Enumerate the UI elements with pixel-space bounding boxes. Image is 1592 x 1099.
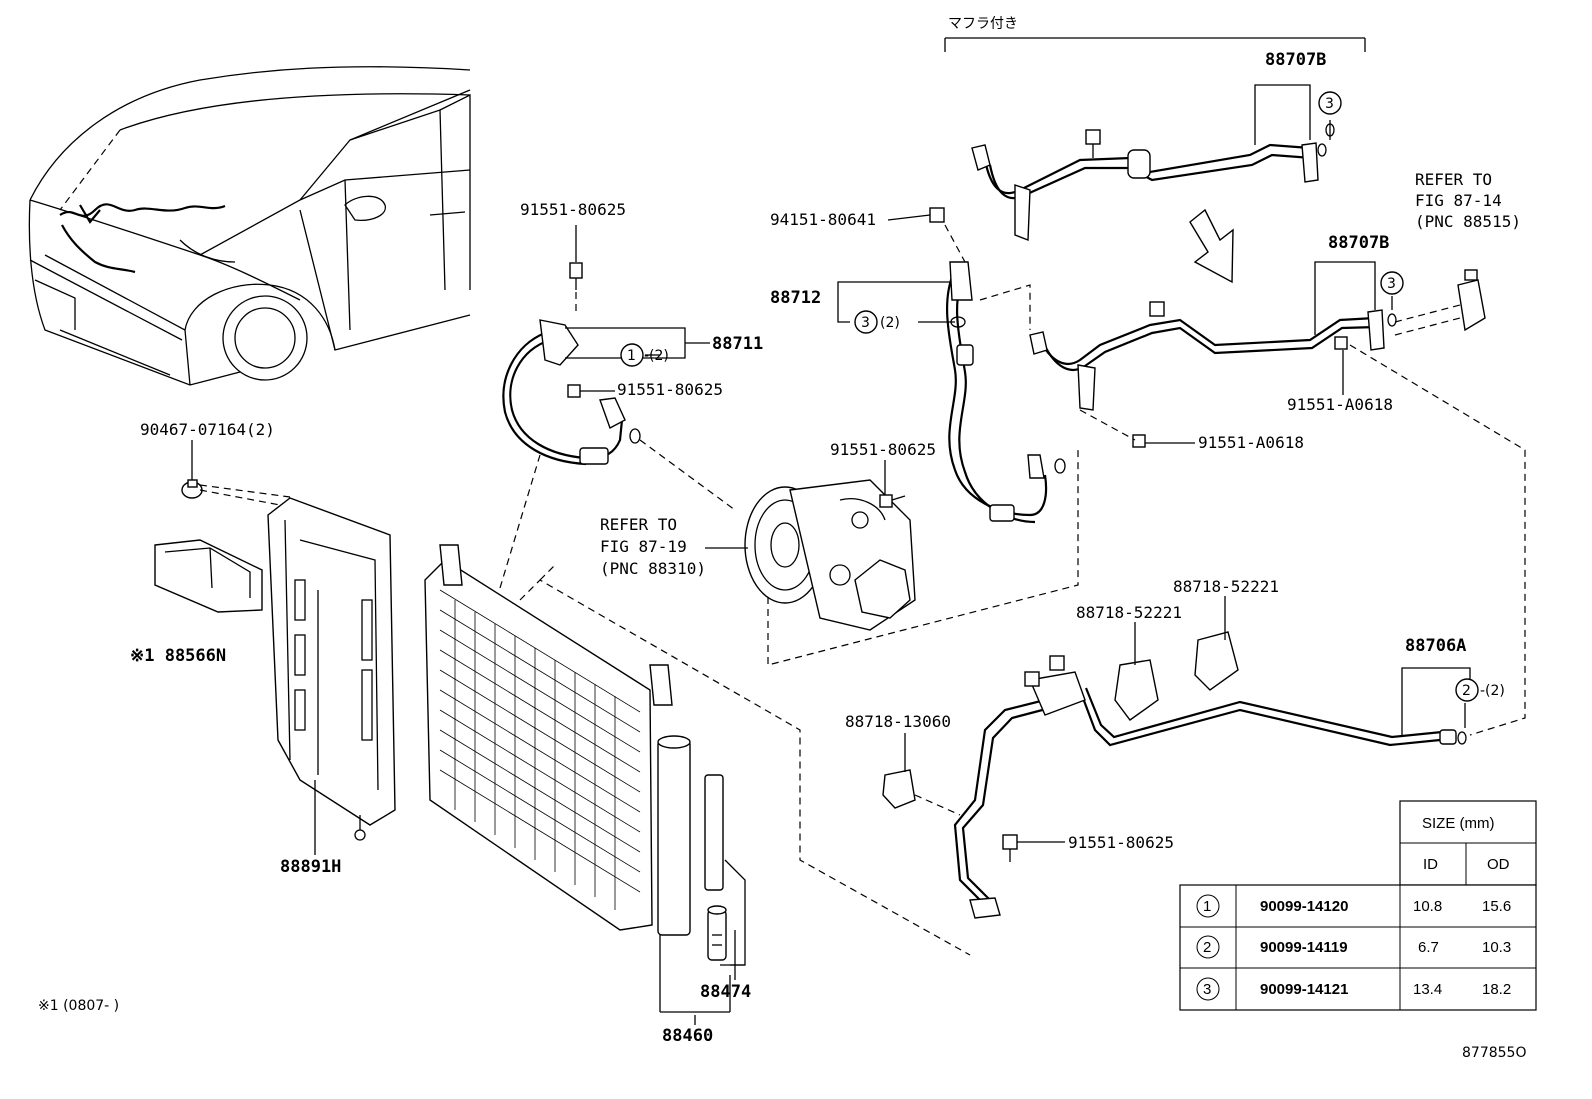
size-row-part: 90099-14119 [1260, 939, 1348, 956]
callout-3-hose [854, 310, 878, 334]
size-row-mark: 1 [1203, 898, 1211, 915]
size-table-header: SIZE (mm) [1422, 815, 1495, 832]
size-table: SIZE (mm) ID OD 1 90099-14120 10.8 15.6 … [1179, 800, 1537, 1011]
refer-88310-line1: REFER TO [600, 515, 677, 534]
suction-hose-88712 [929, 207, 1066, 524]
label-88891H: 88891H [280, 857, 341, 877]
size-row-part: 90099-14120 [1260, 898, 1348, 915]
label-94151-80641: 94151-80641 [770, 210, 876, 229]
label-91551-80625-d: 91551-80625 [1068, 833, 1174, 852]
callout-3-top-label: 3 [1325, 96, 1334, 112]
label-88460: 88460 [662, 1026, 713, 1046]
label-88566N: ※1 88566N [130, 646, 226, 666]
radiator-support-parts [154, 454, 971, 1013]
label-91551-80625-b: 91551-80625 [617, 380, 723, 399]
discharge-hose-88711 [502, 262, 736, 511]
label-91551-80625-c: 91551-80625 [830, 440, 936, 459]
callout-3-top [1318, 91, 1342, 115]
direction-arrow-icon [1189, 208, 1234, 284]
label-88706A: 88706A [1405, 636, 1466, 656]
callout-3-mid [1380, 271, 1404, 295]
callout-1 [620, 343, 644, 367]
size-row-mark: 2 [1203, 939, 1211, 956]
label-90467-07164: 90467-07164(2) [140, 420, 275, 439]
label-88711: 88711 [712, 334, 763, 354]
size-table-col-id: ID [1423, 856, 1438, 873]
pipe-88707B [1029, 261, 1526, 736]
callout-2 [1455, 678, 1479, 702]
label-88474: 88474 [700, 982, 751, 1002]
muffler-label: マフラ付き [948, 16, 1018, 32]
label-88718-52221-a: 88718-52221 [1173, 577, 1279, 596]
size-row-id: 10.8 [1413, 898, 1442, 915]
size-row-id: 6.7 [1418, 939, 1439, 956]
size-row-od: 15.6 [1482, 898, 1511, 915]
callout-2-label: 2 [1462, 683, 1471, 699]
refer-88515-line3: (PNC 88515) [1415, 212, 1521, 231]
label-91551-80625-a: 91551-80625 [520, 200, 626, 219]
car-illustration [28, 66, 471, 386]
label-88706A-ring-qty: -(2) [1480, 683, 1505, 699]
refer-88310-line2: FIG 87-19 [600, 537, 687, 556]
callout-1-label: 1 [627, 348, 636, 364]
label-88707B-mid: 88707B [1328, 233, 1389, 253]
label-88718-13060: 88718-13060 [845, 712, 951, 731]
diagram-id: 877855O [1462, 1045, 1526, 1061]
part-labels: マフラ付き 88707B 88707B REFER TO FIG 87-14 (… [38, 16, 1526, 1061]
label-91551-A0618-a: 91551-A0618 [1287, 395, 1393, 414]
label-88712-ring-qty: (2) [880, 315, 900, 331]
size-row-part: 90099-14121 [1260, 981, 1348, 998]
label-88711-ring-qty: -(2) [644, 348, 669, 364]
size-row-mark: 3 [1203, 981, 1211, 998]
size-row-id: 13.4 [1413, 981, 1442, 998]
size-table-row: 2 90099-14119 6.7 10.3 [1196, 935, 1511, 959]
footnote: ※1 (0807- ) [38, 998, 119, 1014]
label-88712: 88712 [770, 288, 821, 308]
size-table-col-od: OD [1487, 856, 1510, 873]
callout-3-mid-label: 3 [1387, 276, 1396, 292]
size-table-row: 3 90099-14121 13.4 18.2 [1196, 977, 1511, 1001]
size-table-row: 1 90099-14120 10.8 15.6 [1196, 894, 1511, 918]
leader-lines [191, 120, 1466, 1025]
size-row-od: 18.2 [1482, 981, 1511, 998]
compressor [744, 450, 1079, 666]
refer-88515-line2: FIG 87-14 [1415, 191, 1502, 210]
callout-circles: 3 3 3 1 2 [620, 91, 1479, 702]
label-88707B-top: 88707B [1265, 50, 1326, 70]
label-91551-A0618-b: 91551-A0618 [1198, 433, 1304, 452]
refer-88515-line1: REFER TO [1415, 170, 1492, 189]
callout-3-hose-label: 3 [861, 315, 870, 331]
label-88718-52221-b: 88718-52221 [1076, 603, 1182, 622]
pipe-88707B-muffler [944, 37, 1366, 242]
size-row-od: 10.3 [1482, 939, 1511, 956]
refer-88310-line3: (PNC 88310) [600, 559, 706, 578]
pipe-88706A [882, 631, 1471, 919]
